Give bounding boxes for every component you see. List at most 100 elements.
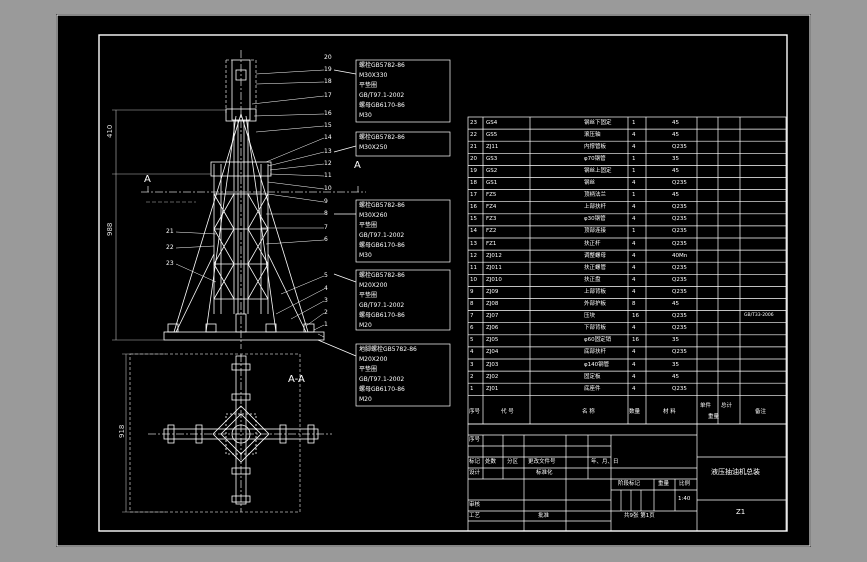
bom-cell: 4 xyxy=(632,264,636,271)
dimension-d1: 410 xyxy=(106,124,114,138)
callout-3-line-5: M20 xyxy=(359,322,372,329)
callout-boxes xyxy=(317,59,451,407)
bom-cell: FZ3 xyxy=(486,216,497,223)
bom-cell: 内撑管板 xyxy=(584,143,607,150)
callout-3-line-0: 螺栓GB5782-86 xyxy=(359,272,405,279)
bom-header-name: 名 称 xyxy=(582,409,595,415)
bom-cell: 3 xyxy=(470,361,474,368)
bom-cell: ZJ11 xyxy=(486,143,499,150)
balloon-6: 6 xyxy=(324,236,328,243)
callout-4-line-1: M20X200 xyxy=(359,356,388,363)
bom-cell: ZJ09 xyxy=(486,288,499,295)
bom-cell: 19 xyxy=(470,167,477,174)
bom-cell: 固定板 xyxy=(584,373,601,380)
bom-cell: φ60固定销 xyxy=(584,337,612,344)
bom-cell: Q235 xyxy=(672,143,687,150)
bom-cell: Q235 xyxy=(672,216,687,223)
balloon-4: 4 xyxy=(324,285,328,292)
balloon-12: 12 xyxy=(324,160,332,167)
bom-cell: Q235 xyxy=(672,204,687,211)
bom-header-total-weight: 总计 xyxy=(721,403,733,409)
title-block-grid xyxy=(467,423,787,532)
callout-0-line-2: 平垫圈 xyxy=(359,82,378,89)
bom-cell: 1 xyxy=(632,167,636,174)
tb-scale: 比例 xyxy=(679,481,691,487)
bom-cell: 4 xyxy=(632,288,636,295)
callout-3-line-1: M20X200 xyxy=(359,282,388,289)
balloon-7: 7 xyxy=(324,224,328,231)
bom-cell: φ70钢管 xyxy=(584,155,606,162)
bom-header-remarks: 备注 xyxy=(755,409,767,415)
bom-cell: 35 xyxy=(672,155,679,162)
bom-cell: FZ2 xyxy=(486,228,497,235)
bom-cell: 15 xyxy=(470,216,477,223)
bom-cell: 钢丝 xyxy=(584,180,596,186)
bom-cell: 1 xyxy=(632,155,636,162)
callout-0-line-0: 螺栓GB5782-86 xyxy=(359,62,405,69)
bom-cell: 扶正盘 xyxy=(584,276,601,283)
callout-2-line-2: 平垫圈 xyxy=(359,222,378,229)
bom-header-code: 代 号 xyxy=(501,409,514,415)
balloon-19: 19 xyxy=(324,66,332,73)
tb-weight: 重量 xyxy=(658,481,670,487)
bom-header-material: 材 料 xyxy=(663,409,676,415)
balloon-20: 20 xyxy=(324,54,332,61)
bom-cell: 45 xyxy=(672,119,679,126)
callout-3-line-2: 平垫圈 xyxy=(359,292,378,299)
bom-cell: 45 xyxy=(672,192,679,199)
callout-4-line-3: GB/T97.1-2002 xyxy=(359,376,405,383)
bom-cell: φ30钢管 xyxy=(584,216,606,223)
bom-cell: 4 xyxy=(632,276,636,283)
tb-rev-mark: 标记 xyxy=(469,459,481,465)
bom-cell: 16 xyxy=(632,313,639,320)
callout-2-line-4: 螺母GB6170-86 xyxy=(359,242,405,249)
bom-cell: FZ4 xyxy=(486,204,497,211)
bom-cell: 外部护板 xyxy=(584,301,607,307)
bom-cell: 9 xyxy=(470,288,474,295)
bom-cell: 压块 xyxy=(584,313,596,320)
bom-cell: 4 xyxy=(632,252,636,259)
bom-cell: 上部背板 xyxy=(584,288,607,295)
bom-cell: GS3 xyxy=(486,155,498,162)
balloon-10: 10 xyxy=(324,185,332,192)
bom-cell: 20 xyxy=(470,155,477,162)
bom-cell: 扶正螺管 xyxy=(584,264,607,271)
balloon-17: 17 xyxy=(324,92,332,99)
bom-cell: Q235 xyxy=(672,228,687,235)
balloon-8: 8 xyxy=(324,210,328,217)
bom-cell: FZ5 xyxy=(486,192,497,199)
bom-cell: 调整螺母 xyxy=(584,252,607,259)
callout-1-line-1: M30X250 xyxy=(359,144,388,151)
balloon-15: 15 xyxy=(324,122,332,129)
tb-checker: 审核 xyxy=(469,502,481,508)
bom-cell: 钢丝上固定 xyxy=(584,167,612,174)
dimension-d2: 988 xyxy=(106,222,114,236)
bom-cell: ZJ012 xyxy=(486,252,502,259)
bom-cell: 5 xyxy=(470,337,474,344)
bom-cell: GS2 xyxy=(486,167,498,174)
tb-standardization: 标准化 xyxy=(536,470,553,476)
bom-cell: ZJ010 xyxy=(486,276,502,283)
bom-cell: 下部背板 xyxy=(584,325,607,332)
bom-cell: 45 xyxy=(672,131,679,138)
bom-cell: Q235 xyxy=(672,349,687,356)
balloon-2: 2 xyxy=(324,309,328,316)
bom-header-weight: 重量 xyxy=(708,414,720,420)
bom-cell: Q235 xyxy=(672,264,687,271)
bom-grid xyxy=(467,116,787,425)
section-label-left: A xyxy=(144,174,151,185)
bom-cell: 底座件 xyxy=(584,385,601,392)
bom-cell: 4 xyxy=(632,373,636,380)
bom-cell: 16 xyxy=(632,337,639,344)
bom-cell: 4 xyxy=(632,216,636,223)
bom-cell: Q235 xyxy=(672,240,687,247)
balloon-23: 23 xyxy=(166,260,174,267)
bom-cell: 4 xyxy=(632,361,636,368)
bom-cell: 35 xyxy=(672,337,679,344)
bom-header-no: 序号 xyxy=(469,409,481,415)
balloon-14: 14 xyxy=(324,134,332,141)
balloon-1: 1 xyxy=(324,321,328,328)
front-view xyxy=(163,50,325,349)
bom-cell: GS4 xyxy=(486,119,498,126)
bom-cell: 10 xyxy=(470,276,477,283)
